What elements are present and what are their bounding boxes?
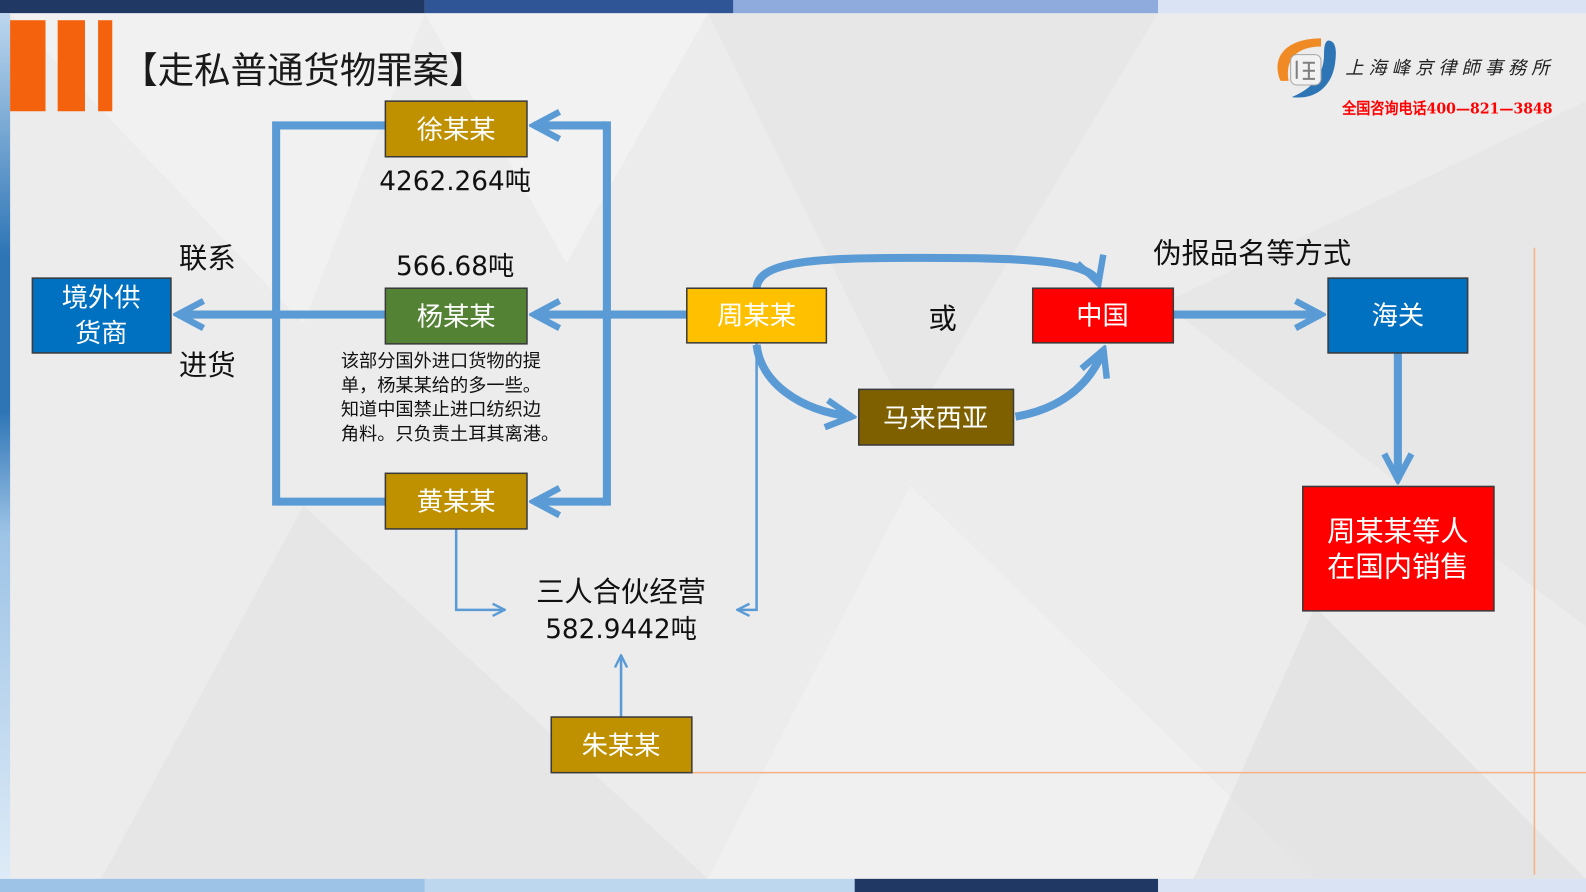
bottom-bar-segment bbox=[1158, 878, 1586, 892]
firm-logo: 上海峰京律師事務所 全国咨询电话400—821—3848 bbox=[1277, 38, 1554, 117]
yang-note-line: 单，杨某某给的多一些。 bbox=[341, 375, 541, 396]
thick-connectors bbox=[178, 121, 1398, 505]
firm-name: 上海峰京律師事務所 bbox=[1345, 58, 1554, 79]
top-bar bbox=[0, 0, 1586, 14]
node-domestic-sale-label-line: 在国内销售 bbox=[1327, 550, 1469, 583]
node-domestic-sale-box bbox=[1302, 485, 1495, 612]
thin-connectors bbox=[454, 342, 758, 718]
node-domestic-sale-label-line: 周某某等人 bbox=[1327, 515, 1469, 548]
node-zhu-label: 朱某某 bbox=[582, 731, 661, 761]
accent-bar bbox=[10, 20, 46, 112]
top-bar-segment bbox=[1158, 0, 1586, 14]
edge-label-method: 伪报品名等方式 bbox=[1153, 237, 1351, 270]
arrow-zhou-to-partnership bbox=[737, 342, 758, 610]
background-facet bbox=[424, 13, 709, 263]
background-facet bbox=[101, 505, 709, 879]
partnership-label: 三人合伙经营 582.9442吨 bbox=[536, 576, 706, 645]
node-zhou: 周某某 bbox=[686, 287, 828, 344]
edge-label-or: 或 bbox=[929, 303, 957, 336]
node-malaysia-label: 马来西亚 bbox=[883, 404, 988, 434]
node-xu: 徐某某 bbox=[384, 100, 528, 158]
node-huang-box bbox=[384, 472, 528, 530]
node-zhu: 朱某某 bbox=[550, 716, 693, 774]
node-yang: 杨某某 bbox=[384, 287, 528, 345]
node-yang-box bbox=[384, 287, 528, 345]
background-facet bbox=[1193, 606, 1586, 879]
title-accent-bars bbox=[10, 20, 113, 112]
yang-note-line: 知道中国禁止进口纺织边 bbox=[341, 400, 541, 421]
arrow-malaysia-to-china bbox=[1014, 350, 1104, 421]
node-malaysia: 马来西亚 bbox=[857, 388, 1015, 446]
node-xu-label: 徐某某 bbox=[417, 116, 496, 146]
node-supplier: 境外供 货商 bbox=[31, 277, 172, 354]
yang-note: 该部分国外进口货物的提 单，杨某某给的多一些。 知道中国禁止进口纺织边 角料。只… bbox=[341, 351, 559, 445]
bottom-bar bbox=[0, 878, 1586, 892]
top-bar-segment bbox=[424, 0, 734, 14]
arrow-huang-to-partnership bbox=[454, 528, 505, 610]
bottom-bar-segment bbox=[0, 878, 425, 892]
arrow-zhou-to-china-direct bbox=[752, 253, 1099, 288]
node-zhou-label: 周某某 bbox=[717, 302, 796, 332]
edge-label-import: 进货 bbox=[179, 349, 236, 382]
bottom-bar-segment bbox=[854, 878, 1159, 892]
yang-tonnage: 566.68吨 bbox=[396, 252, 514, 282]
node-customs: 海关 bbox=[1327, 277, 1469, 354]
background-facet bbox=[10, 13, 425, 324]
background-facet bbox=[708, 485, 1315, 879]
xu-tonnage: 4262.264吨 bbox=[379, 167, 531, 197]
node-zhou-box bbox=[686, 287, 828, 344]
node-huang-label: 黄某某 bbox=[417, 488, 496, 518]
node-china-label: 中国 bbox=[1076, 302, 1129, 332]
node-malaysia-box bbox=[857, 388, 1015, 446]
node-xu-box bbox=[384, 100, 528, 158]
node-china-box bbox=[1031, 287, 1175, 344]
accent-bar bbox=[98, 20, 113, 112]
bottom-bar-segment bbox=[424, 878, 855, 892]
top-bar-segment bbox=[733, 0, 1159, 14]
node-supplier-label-line: 境外供 bbox=[62, 283, 141, 313]
yang-note-line: 该部分国外进口货物的提 bbox=[341, 351, 541, 372]
left-accent-strip bbox=[0, 13, 11, 879]
hotline-number: 全国咨询电话400—821—3848 bbox=[1341, 99, 1552, 117]
accent-bar bbox=[57, 20, 85, 112]
yang-note-line: 角料。只负责土耳其离港。 bbox=[341, 424, 559, 445]
firm-logo-icon bbox=[1277, 38, 1336, 98]
edge-label-contact: 联系 bbox=[179, 242, 236, 275]
page-title: 【走私普通货物罪案】 bbox=[121, 49, 485, 92]
node-huang: 黄某某 bbox=[384, 472, 528, 530]
top-bar-segment bbox=[0, 0, 425, 14]
node-zhu-box bbox=[550, 716, 693, 774]
arrow-zhou-to-malaysia bbox=[752, 344, 852, 417]
node-china: 中国 bbox=[1031, 287, 1175, 344]
node-customs-box bbox=[1327, 277, 1469, 354]
background-facet bbox=[708, 13, 1159, 425]
node-supplier-label-line: 货商 bbox=[75, 319, 128, 349]
node-supplier-box bbox=[31, 277, 172, 354]
partnership-tonnage: 582.9442吨 bbox=[545, 615, 697, 645]
node-customs-label: 海关 bbox=[1372, 302, 1425, 332]
node-yang-label: 杨某某 bbox=[417, 303, 496, 333]
partnership-title: 三人合伙经营 bbox=[536, 576, 706, 609]
node-domestic-sale: 周某某等人 在国内销售 bbox=[1302, 485, 1495, 612]
